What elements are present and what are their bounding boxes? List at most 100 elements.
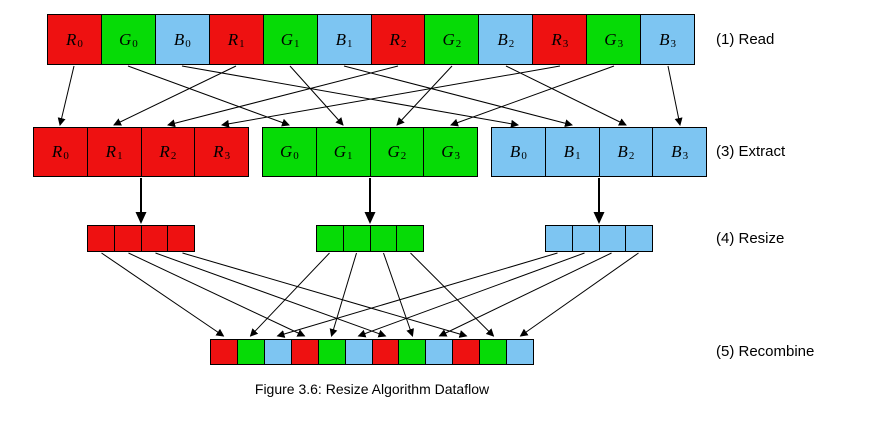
resize-cell [396,225,424,252]
resize-green-strip [316,225,424,252]
resize-cell [316,225,344,252]
figure-caption: Figure 3.6: Resize Algorithm Dataflow [254,381,490,397]
arrow [128,252,306,337]
cell-letter: G [441,142,454,161]
cell-letter: G [279,142,293,161]
cell-subscript: 1 [347,150,353,162]
recombine-cell [236,339,265,365]
cell-letter: B [671,142,682,161]
cell-subscript: 3 [224,150,231,162]
cell-letter: R [105,142,117,161]
extract-to-resize-arrows [135,178,605,224]
resize-cell [87,225,115,252]
read-to-extract-arrows [57,65,683,128]
cell-letter: G [333,142,347,161]
cell-letter: R [213,142,224,161]
cell-subscript: 2 [400,150,407,162]
cell-letter: G [118,29,132,49]
resize-cell [598,225,627,252]
cell-letter: R [389,29,400,49]
cell-letter: B [509,142,521,161]
arrow [357,252,585,338]
cell-letter: B [563,142,575,161]
recombine-cell [344,339,373,365]
cell-letter: G [387,142,400,161]
recombine-cell [263,339,292,365]
recombine-cell [479,339,508,365]
cell-subscript: 1 [575,150,581,162]
recombine-strip [210,339,535,365]
cell-subscript: 2 [455,37,462,50]
recombine-cell [317,339,346,365]
resize-cell [571,225,600,252]
cell-subscript: 1 [294,37,300,50]
cell-subscript: 3 [617,37,624,50]
cell-subscript: 0 [293,150,299,162]
recombine-cell [398,339,427,365]
arrow [101,252,225,337]
cell-letter: B [335,29,347,49]
cell-subscript: 1 [239,37,245,50]
resize-red-strip [87,225,195,252]
cell-subscript: 3 [454,150,461,162]
resize-cell [113,225,142,252]
cell-subscript: 0 [77,37,83,50]
cell-letter: B [617,142,628,161]
arrow [519,252,639,337]
arrow [438,252,612,337]
arrow [276,252,558,338]
recombine-cell [210,339,238,365]
cell-letter: R [159,142,170,161]
cell-subscript: 3 [562,37,569,50]
cell-subscript: 1 [117,150,123,162]
arrow [181,65,519,128]
resize-cell [545,225,573,252]
recombine-cell [290,339,319,365]
arrow [113,65,237,126]
recombine-cell [425,339,454,365]
cell-letter: G [280,29,294,49]
recombine-cell [371,339,400,365]
recombine-cell [506,339,535,365]
arrow [329,252,357,337]
cell-subscript: 3 [670,37,677,50]
cell-subscript: 2 [508,37,515,50]
resize-cell [140,225,169,252]
arrow [396,65,453,126]
cell-subscript: 0 [521,150,527,162]
cell-subscript: 2 [170,150,177,162]
cell-subscript: 3 [682,150,689,162]
cell-subscript: 2 [628,150,635,162]
stage-label-read: (1) Read [716,31,775,48]
cell-subscript: 0 [132,37,138,50]
arrow [57,65,75,126]
stage-label-extract: (3) Extract [716,143,786,160]
arrow [383,252,414,337]
cell-letter: R [51,142,63,161]
cell-subscript: 0 [185,37,191,50]
arrow [289,65,344,126]
cell-letter: G [442,29,455,49]
